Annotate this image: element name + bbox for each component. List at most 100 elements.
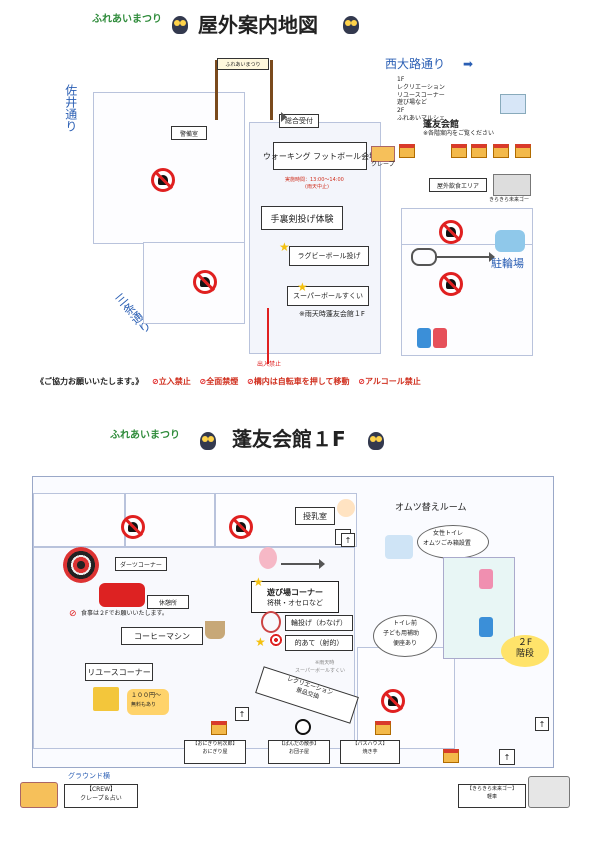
school-building-left — [93, 92, 245, 244]
parking-label: 駐輪場 — [491, 257, 524, 270]
hall-title: 蓬友会館 — [423, 120, 460, 130]
diaper-room-title: オムツ替えルーム — [395, 503, 467, 513]
page1-rules: 《ご協力お願いいたします。》 ⊘立入禁止 ⊘全面禁煙 ⊘構内は自転車を押して移動… — [36, 376, 566, 390]
reuse-price-line2: 無料もあり — [131, 702, 157, 708]
stall-icon — [493, 144, 509, 158]
rule-text: 全面禁煙 — [206, 377, 239, 386]
stall-icon — [451, 144, 467, 158]
toilet-note-bubble — [373, 615, 437, 657]
crepe-label: クレープ — [371, 161, 395, 168]
stall-icon — [399, 144, 415, 158]
stall-name: 【ぱんだの散歩】 — [278, 741, 319, 747]
diaper-note-line1: 女性トイレ — [433, 530, 464, 537]
sofa-icon — [99, 583, 145, 607]
reception-desk: 総合受付 — [279, 114, 319, 128]
crepe-truck-icon — [371, 146, 395, 162]
toilet-note-line1: トイレ前 — [393, 620, 418, 627]
bicycles-icon — [495, 230, 525, 252]
street-west-arrow: ➡ — [463, 57, 474, 71]
street-sai-label: 佐井通り — [63, 84, 78, 132]
hall-guide-line: 1F — [397, 76, 405, 83]
play-area-arrow — [281, 559, 325, 569]
coffee-cup-icon — [205, 621, 225, 639]
no-entry-icon — [151, 168, 175, 192]
diaper-note-line2: オムツごみ箱設置 — [423, 540, 471, 547]
crepe-truck-icon — [20, 782, 58, 808]
stall-icon — [211, 721, 227, 735]
stall-icon — [443, 749, 459, 763]
food-truck-icon — [493, 174, 531, 196]
stairs-line2: 階段 — [515, 648, 534, 659]
play-corner-title: 遊び場コーナー — [267, 587, 323, 597]
page2-title: 蓬友会館１F — [232, 427, 346, 451]
toilet-note-line3: 便座あり — [393, 640, 418, 647]
exit-arrow-icon: ↑ — [535, 717, 549, 731]
page1-title: 屋外案内地図 — [198, 13, 318, 37]
walking-football-rain: (雨天中止) — [305, 184, 329, 190]
stall-label: 【おにぎり利次郎】 おにぎり屋 — [184, 740, 246, 764]
ring-toss: 輪投げ（わなげ） — [285, 615, 353, 631]
no-entry-icon — [193, 270, 217, 294]
entrance-icon: ↑ — [235, 707, 249, 721]
reuse-price-badge — [127, 689, 169, 715]
no-bicycle-icon: ⊘ — [247, 377, 254, 386]
no-entry-icon — [229, 515, 253, 539]
toilet-note-line2: 子ども用補助 — [383, 630, 420, 637]
ground-label: グラウンド横 — [68, 772, 110, 780]
diaper-note-bubble — [417, 525, 489, 559]
target-shooting: 的あて（射的） — [285, 635, 353, 651]
stall-item: 焼き芋 — [362, 748, 378, 755]
no-entry-icon: ⊘ — [152, 377, 159, 386]
male-toilet-icon — [417, 328, 431, 348]
no-entry-icon — [439, 272, 463, 296]
kirakira-name: 【きらきら未来ゴー】 — [466, 786, 517, 792]
bottom-entrance-icon: ↑ — [499, 749, 515, 765]
rugby-throw: ラグビーボール投げ — [289, 246, 369, 266]
gate-arch — [215, 60, 273, 120]
stall-label: 【パスハウス】 焼き芋 — [340, 740, 400, 764]
superball-scoop: スーパーボールすくい — [287, 286, 369, 306]
no-smoking-icon: ⊘ — [199, 377, 207, 386]
hall-guide-line: リユースコーナー — [397, 91, 445, 99]
rain-note-line1: ※雨天時 — [315, 660, 335, 666]
street-west-label: 西大路通り — [385, 57, 446, 71]
diaper-icon — [385, 535, 413, 559]
page1-event-name: ふれあいまつり — [92, 14, 162, 25]
exit-line — [267, 308, 269, 364]
ring-toss-icon — [261, 611, 281, 633]
rain-note-line2: スーパーボールすくい — [295, 668, 345, 674]
hall-floor-map: 授乳室 ↑ オムツ替えルーム 女性トイレ オムツごみ箱設置 ダーツコーナー 休憩… — [32, 476, 554, 768]
rest-area: 休憩所 — [147, 595, 189, 609]
stall-icon — [471, 144, 487, 158]
shuriken-experience: 手裏剣投げ体験 — [261, 206, 343, 230]
stairs-line1: ２F — [517, 638, 533, 648]
star-icon: ★ — [255, 635, 266, 649]
outdoor-map: 西大路通り ➡ 佐井通り 三条通り 警備室 ふれあいまつり 総合受付 ウォーキン… — [53, 44, 538, 370]
hall-guide-line: 遊び場など — [397, 99, 428, 107]
parking-arrow — [437, 252, 495, 262]
crew-name: 【CREW】 — [85, 786, 117, 793]
no-entry-icon — [121, 515, 145, 539]
walking-football-venue: ウォーキング フットボール会場 — [263, 142, 377, 170]
walking-path-arrow — [281, 112, 287, 122]
target-icon — [269, 633, 283, 647]
page2-event-name: ふれあいまつり — [110, 430, 180, 441]
owl-icon — [368, 432, 384, 450]
outdoor-eating-area: 屋外飲食エリア — [429, 178, 487, 192]
male-toilet-icon — [479, 617, 493, 637]
darts-corner: ダーツコーナー — [115, 557, 167, 571]
food-note: 食事は２Fでお願いいたします。 — [81, 610, 168, 617]
stall-item: お団子屋 — [288, 748, 309, 755]
rules-request: 《ご協力お願いいたします。》 — [36, 377, 144, 386]
crew-item: クレープ＆占い — [80, 795, 122, 802]
walking-football-time: 実施時間：13:00〜14:00 — [285, 177, 344, 183]
darts-board-icon — [63, 547, 99, 583]
rule-text: 構内は自転車を押して移動 — [253, 377, 350, 386]
page2-header: ふれあいまつり 蓬友会館１F — [0, 420, 595, 456]
stall-item: おにぎり屋 — [202, 748, 228, 755]
stall-label: 【ぱんだの散歩】 お団子屋 — [268, 740, 330, 764]
no-food-icon: ⊘ — [69, 609, 77, 619]
play-corner: 遊び場コーナー 将棋・オセロなど — [251, 581, 339, 613]
stall-icon — [375, 721, 391, 735]
stairs-badge: ２F 階段 — [501, 635, 549, 667]
